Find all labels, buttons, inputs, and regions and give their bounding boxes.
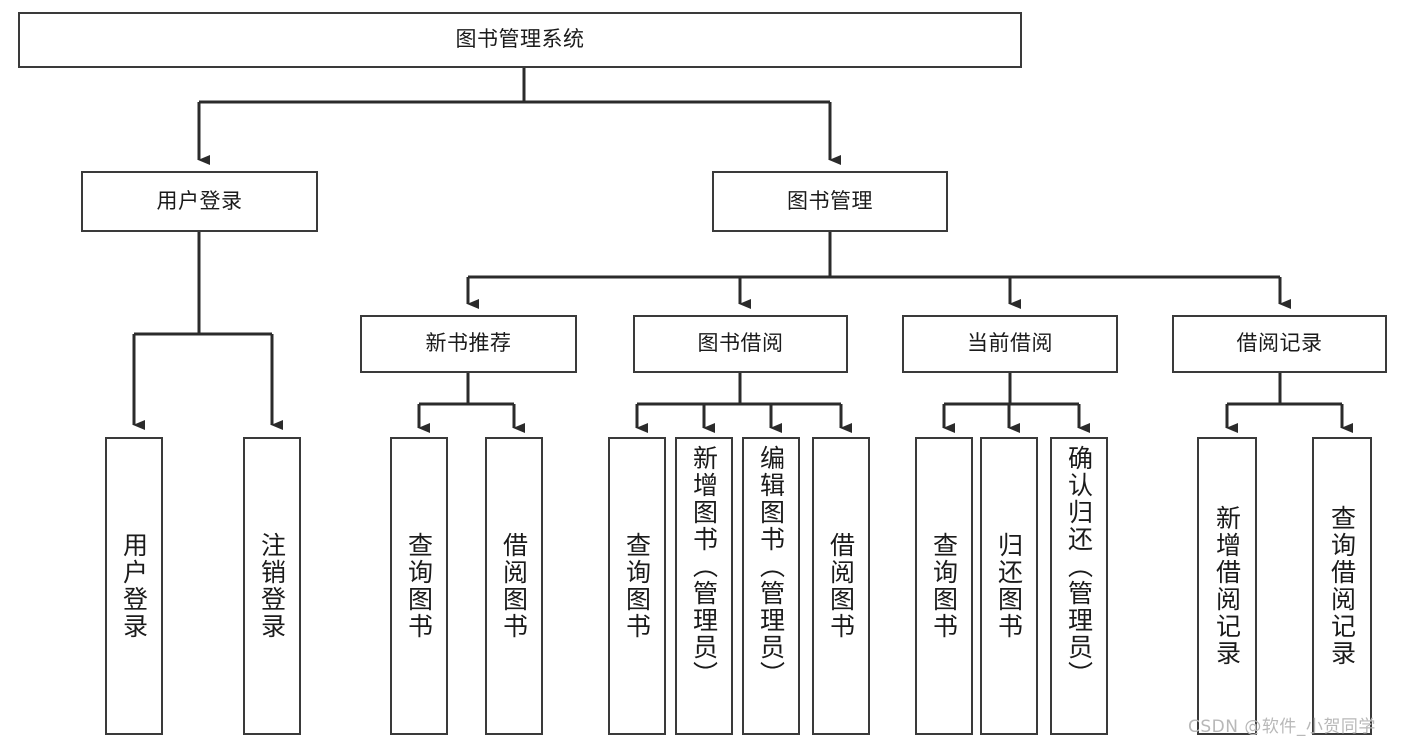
node-current-borrow[interactable]: 当前借阅 [902, 315, 1118, 373]
node-leaf-logout-login[interactable]: 注销登录 [243, 437, 301, 735]
node-leaf-return-book[interactable]: 归还图书 [980, 437, 1038, 735]
node-leaf-logout-login-label: 注销登录 [257, 532, 287, 640]
node-book-borrow[interactable]: 图书借阅 [633, 315, 848, 373]
node-leaf-return-book-label: 归还图书 [994, 532, 1024, 640]
csdn-watermark: CSDN @软件_小贺同学 [1188, 717, 1376, 737]
node-leaf-edit-book-label: 编辑图书（管理员） [756, 445, 786, 688]
node-root-label: 图书管理系统 [455, 27, 585, 52]
node-leaf-query-book-1[interactable]: 查询图书 [390, 437, 448, 735]
node-borrow-record[interactable]: 借阅记录 [1172, 315, 1387, 373]
node-leaf-query-record[interactable]: 查询借阅记录 [1312, 437, 1372, 735]
node-leaf-confirm-return[interactable]: 确认归还（管理员） [1050, 437, 1108, 735]
node-user-login[interactable]: 用户登录 [81, 171, 318, 232]
node-book-management[interactable]: 图书管理 [712, 171, 948, 232]
node-leaf-user-login[interactable]: 用户登录 [105, 437, 163, 735]
node-leaf-query-record-label: 查询借阅记录 [1327, 505, 1357, 667]
node-book-management-label: 图书管理 [787, 188, 873, 213]
node-new-book-recommend-label: 新书推荐 [425, 331, 512, 356]
node-leaf-borrow-book-2[interactable]: 借阅图书 [812, 437, 870, 735]
node-leaf-add-book[interactable]: 新增图书（管理员） [675, 437, 733, 735]
node-leaf-edit-book[interactable]: 编辑图书（管理员） [742, 437, 800, 735]
node-current-borrow-label: 当前借阅 [967, 331, 1053, 356]
node-borrow-record-label: 借阅记录 [1236, 331, 1323, 356]
node-root[interactable]: 图书管理系统 [18, 12, 1022, 68]
node-leaf-add-book-label: 新增图书（管理员） [689, 445, 719, 688]
node-leaf-query-book-3-label: 查询图书 [929, 532, 959, 640]
node-book-borrow-label: 图书借阅 [697, 331, 784, 356]
node-leaf-add-record[interactable]: 新增借阅记录 [1197, 437, 1257, 735]
node-leaf-query-book-3[interactable]: 查询图书 [915, 437, 973, 735]
node-leaf-borrow-book-1[interactable]: 借阅图书 [485, 437, 543, 735]
node-new-book-recommend[interactable]: 新书推荐 [360, 315, 577, 373]
node-leaf-borrow-book-1-label: 借阅图书 [499, 532, 529, 640]
node-leaf-confirm-return-label: 确认归还（管理员） [1064, 445, 1094, 688]
node-leaf-query-book-2[interactable]: 查询图书 [608, 437, 666, 735]
node-leaf-add-record-label: 新增借阅记录 [1212, 505, 1242, 667]
node-leaf-query-book-2-label: 查询图书 [622, 532, 652, 640]
node-leaf-borrow-book-2-label: 借阅图书 [826, 532, 856, 640]
node-leaf-query-book-1-label: 查询图书 [404, 532, 434, 640]
node-user-login-label: 用户登录 [156, 188, 243, 213]
node-leaf-user-login-label: 用户登录 [119, 532, 149, 640]
